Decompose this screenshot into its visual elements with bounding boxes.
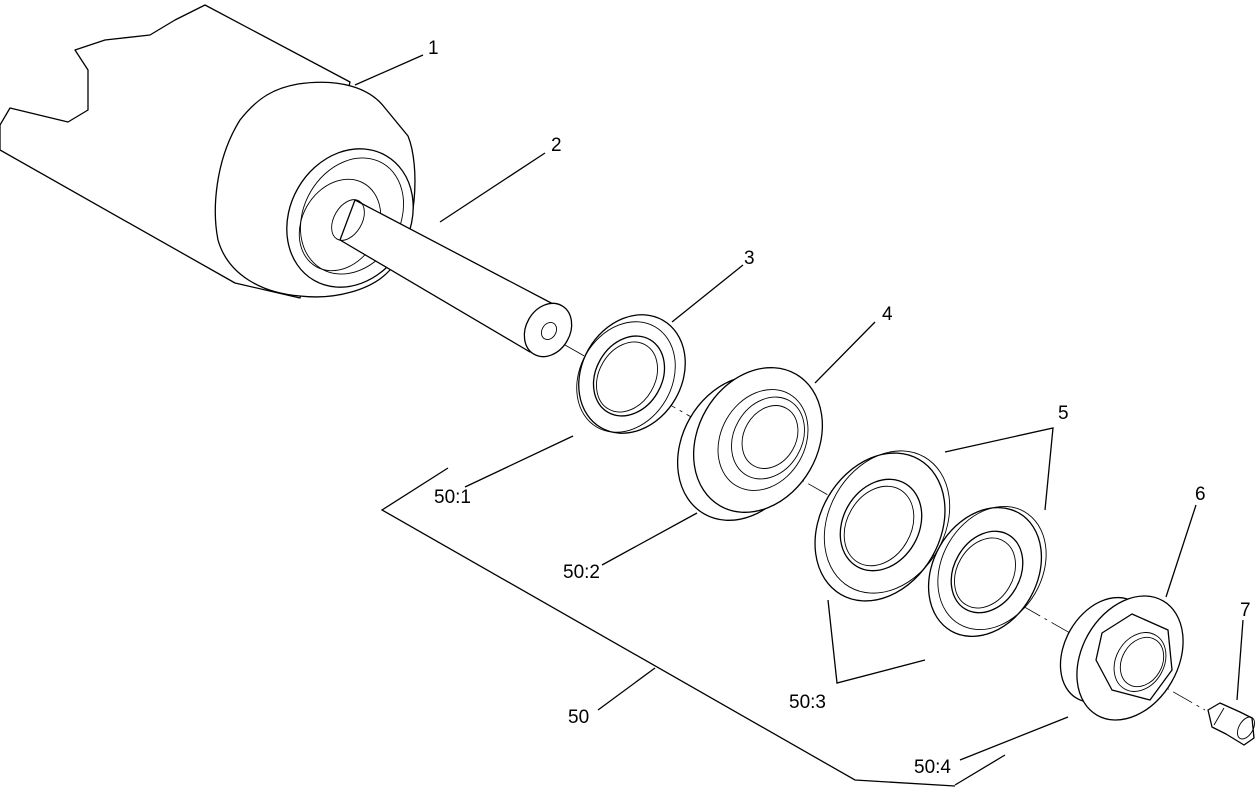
leader-50-bracket [380, 467, 956, 787]
callout-50-3: 50:3 [789, 692, 826, 713]
callout-2: 2 [551, 135, 562, 156]
leader-50-4 [959, 716, 1069, 761]
leader-50-1 [464, 435, 574, 488]
leader-50-3 [827, 599, 926, 684]
leader-50 [597, 667, 656, 711]
part-4-bearing [676, 367, 824, 521]
part-1-roller-housing [0, 4, 416, 299]
leader-5 [944, 427, 1054, 511]
part-7-grease-fitting [1207, 702, 1255, 746]
leader-4 [814, 321, 876, 384]
leader-3 [671, 264, 744, 323]
leader-lines [354, 54, 1244, 787]
callout-6: 6 [1195, 484, 1206, 505]
callout-50-4: 50:4 [914, 757, 951, 778]
callout-7: 7 [1240, 600, 1251, 621]
leader-2 [439, 152, 546, 223]
part-6-flange-nut [1059, 595, 1184, 721]
leader-1 [354, 54, 424, 86]
leader-50-2 [601, 512, 698, 566]
callout-50-1: 50:1 [434, 487, 471, 508]
callout-50: 50 [568, 707, 589, 728]
leader-50-4b [954, 754, 1006, 786]
callout-3: 3 [744, 248, 755, 269]
part-5-seal-inner [927, 505, 1047, 638]
callout-4: 4 [882, 304, 893, 325]
callout-50-2: 50:2 [563, 562, 600, 583]
part-2-shaft [331, 199, 573, 358]
callout-labels: 1 2 3 4 5 6 7 50 50:1 50:2 50:3 50:4 [428, 38, 1251, 778]
callout-5: 5 [1058, 403, 1069, 424]
part-5-seal-outer [814, 450, 951, 602]
leader-6 [1165, 504, 1197, 598]
part-3-seal [576, 314, 686, 434]
leader-7 [1236, 619, 1244, 701]
callout-1: 1 [428, 38, 439, 59]
